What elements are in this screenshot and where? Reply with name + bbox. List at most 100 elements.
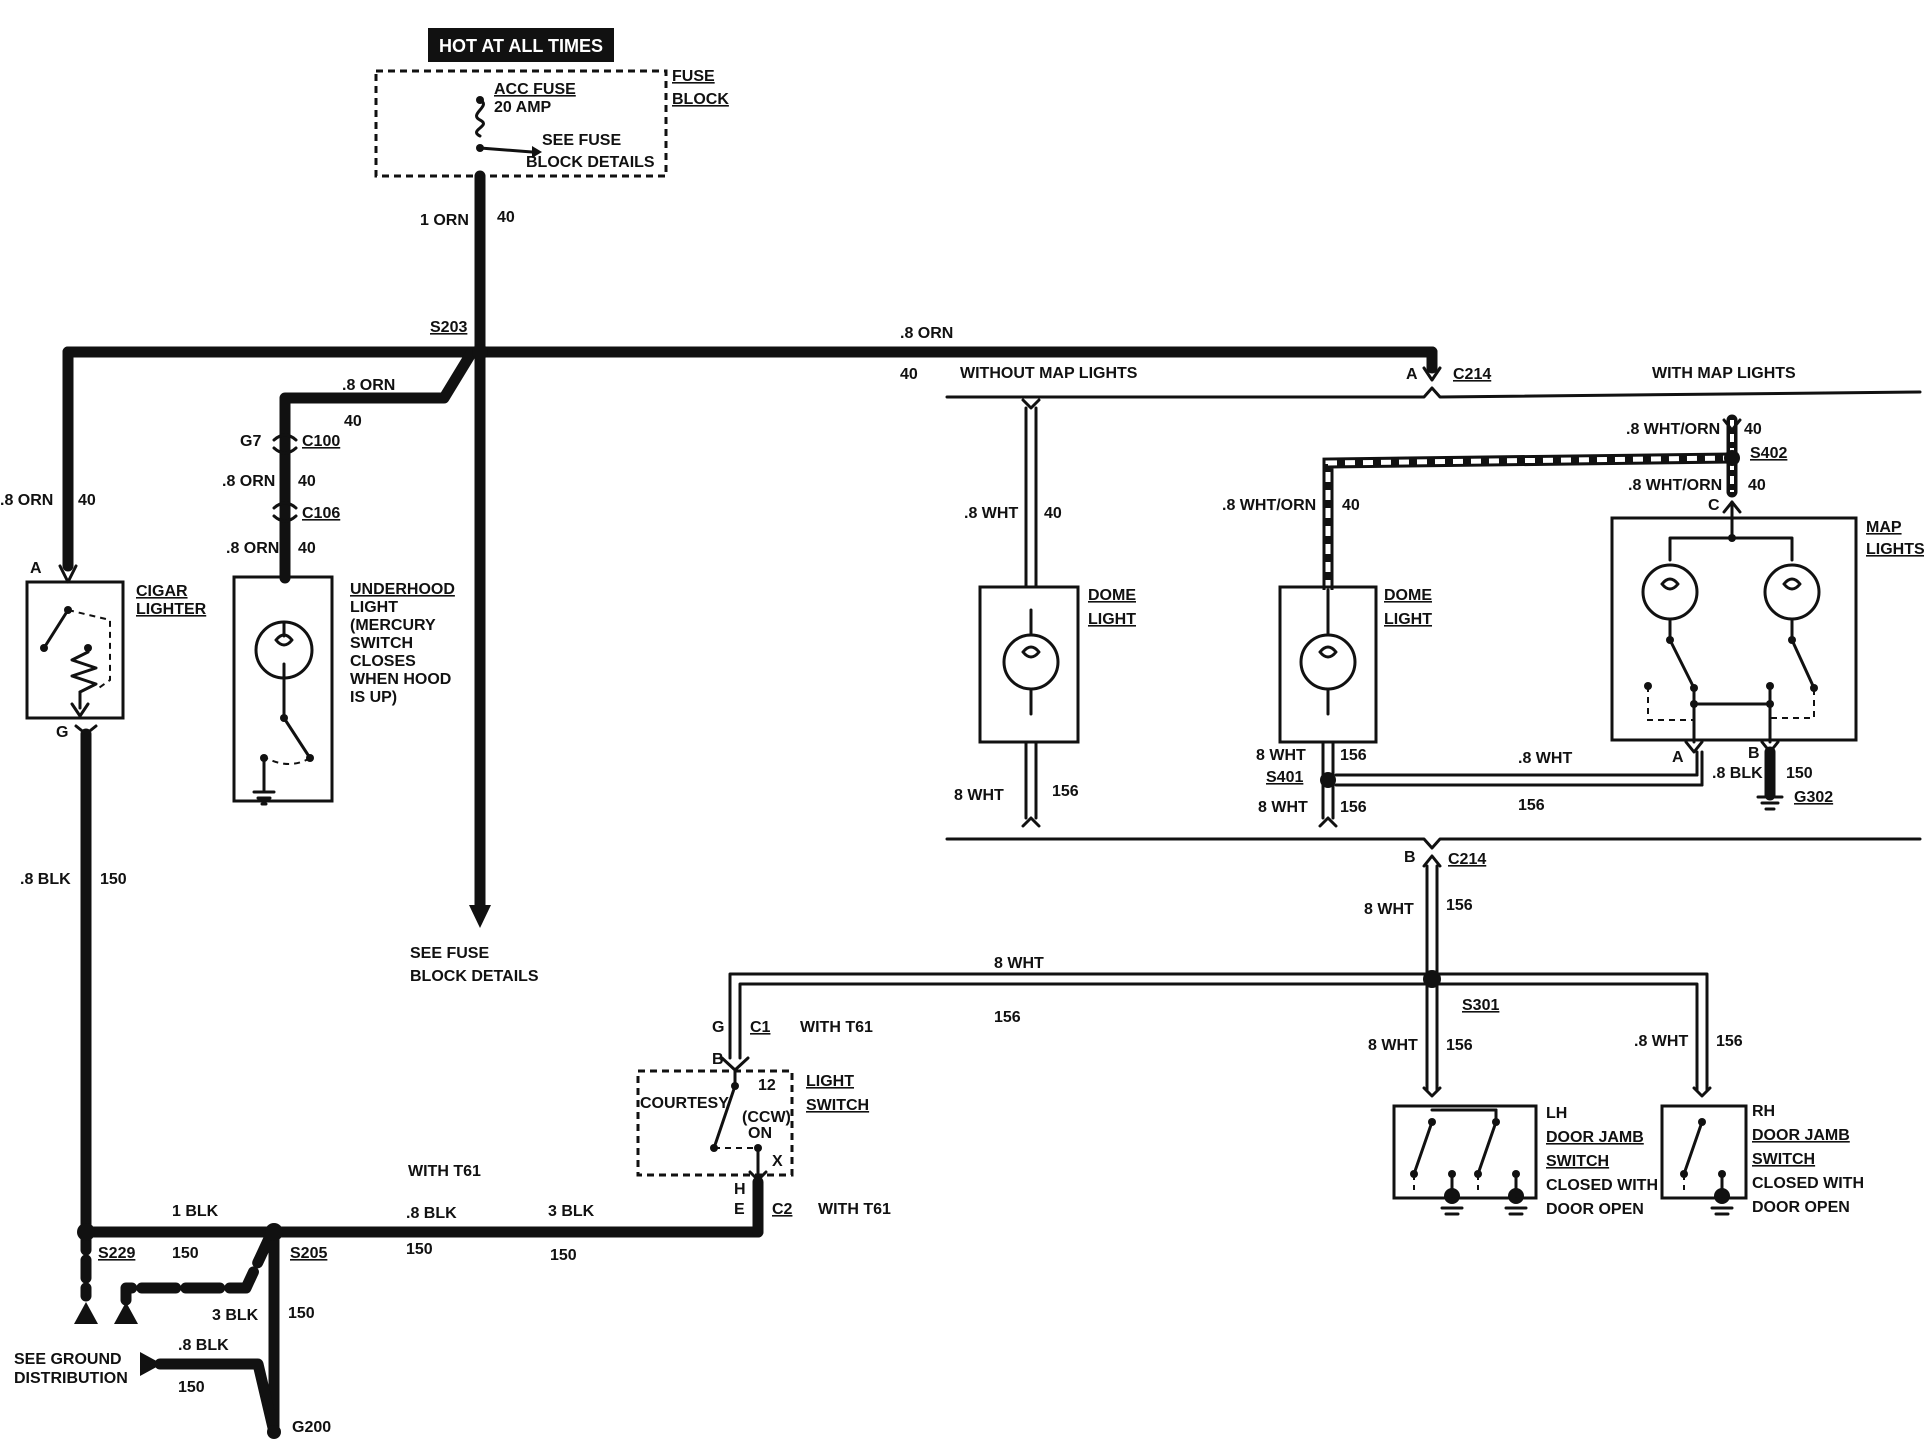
rh-label-1: RH <box>1752 1103 1775 1120</box>
underhood-label-1: UNDERHOOD <box>350 581 455 598</box>
see-fuse-top-1: SEE FUSE <box>542 132 621 149</box>
c214-top-connector: A C214 <box>1406 366 1491 383</box>
dome1-top-arrow <box>1021 398 1041 410</box>
splice-s401 <box>1320 772 1336 788</box>
dome1-label-2: LIGHT <box>1088 611 1136 628</box>
ground-arrow-2 <box>114 1302 138 1324</box>
wire-8-orn-to-underhood <box>279 346 478 584</box>
label-3-blk-low: 3 BLK <box>212 1307 259 1324</box>
label-40-f: 40 <box>78 492 96 509</box>
underhood-label-4: SWITCH <box>350 635 413 652</box>
wire-wht-orn-stripe <box>1325 455 1733 590</box>
lh-ground-icons <box>1440 1206 1528 1216</box>
c1-pin-b: B <box>712 1051 724 1068</box>
label-156-b: 156 <box>1340 747 1367 764</box>
cigar-connector-a <box>58 564 78 584</box>
map-lights-box <box>1610 516 1858 742</box>
dome-light-1: .8 WHT 40 8 WHT 156 DOME LIGHT <box>954 398 1136 828</box>
ls-pin-12: 12 <box>758 1077 776 1094</box>
orn-feed-wires <box>62 170 1438 928</box>
with-t61-mid: WITH T61 <box>408 1163 481 1180</box>
lh-dashed <box>1413 1174 1479 1190</box>
c214-top-pin-a: A <box>1406 366 1418 383</box>
label-s203: S203 <box>430 319 467 336</box>
label-8-wht-s401a: 8 WHT <box>1256 747 1306 764</box>
label-g302: G302 <box>1794 789 1833 806</box>
label-156-g: 156 <box>1446 1037 1473 1054</box>
label-156-h: 156 <box>1716 1033 1743 1050</box>
label-8-wht-orn-s402a: .8 WHT/ORN <box>1626 421 1720 438</box>
underhood-label-2: LIGHT <box>350 599 398 616</box>
label-156-f: 156 <box>994 1009 1021 1026</box>
c1-pin-g: G <box>712 1019 724 1036</box>
label-40-b: 40 <box>900 366 918 383</box>
dome2-label-1: DOME <box>1384 587 1432 604</box>
without-map-lights: WITHOUT MAP LIGHTS <box>960 365 1138 382</box>
map-light-left-bulb <box>1641 563 1699 621</box>
label-150-e: 150 <box>550 1247 577 1264</box>
splice-s402 <box>1724 450 1740 466</box>
fuse-branch-arrow <box>532 146 542 158</box>
ls-pin-x: X <box>772 1153 783 1170</box>
label-8-blk-mid: .8 BLK <box>406 1205 457 1222</box>
label-8-wht-orn-dome2: .8 WHT/ORN <box>1222 497 1316 514</box>
label-8-wht-lh: 8 WHT <box>1368 1037 1418 1054</box>
lh-switch-box <box>1392 1104 1538 1200</box>
label-156-c: 156 <box>1340 799 1367 816</box>
lh-blade-1 <box>1412 1120 1434 1176</box>
cigar-label-1: CIGAR <box>136 583 188 600</box>
with-t61-c2: WITH T61 <box>818 1201 891 1218</box>
underhood-label-6: WHEN HOOD <box>350 671 451 688</box>
ground-dist-arrow <box>140 1352 162 1376</box>
map-right-switch <box>1790 638 1816 690</box>
label-40-h: 40 <box>1342 497 1360 514</box>
c214-top-label: C214 <box>1453 366 1491 383</box>
dome2-box <box>1278 585 1378 744</box>
underhood-filament <box>274 620 294 680</box>
label-150-f: 150 <box>288 1305 315 1322</box>
fuse-block-label-1: FUSE <box>672 68 715 85</box>
label-40-d: 40 <box>298 473 316 490</box>
dome2-label-2: LIGHT <box>1384 611 1432 628</box>
fuse-block-outline <box>374 69 668 178</box>
cigar-switch-blade <box>42 608 70 650</box>
label-8-wht-s401b: 8 WHT <box>1258 799 1308 816</box>
c2-pin-e: E <box>734 1201 745 1218</box>
label-156-d: 156 <box>1518 797 1545 814</box>
label-40-j: 40 <box>1748 477 1766 494</box>
fuse-amp-label: 20 AMP <box>494 99 552 116</box>
underhood-light: G7 C100 .8 ORN 40 C106 .8 ORN 40 UNDERHO… <box>222 432 455 806</box>
with-map-lights: WITH MAP LIGHTS <box>1652 365 1796 382</box>
label-8-wht-dome1: .8 WHT <box>964 505 1018 522</box>
lh-label-2: DOOR JAMB <box>1546 1129 1644 1146</box>
courtesy-label: COURTESY <box>640 1095 729 1112</box>
c106-arc-top <box>272 501 298 510</box>
map-pin-a: A <box>1672 749 1684 766</box>
label-g200: G200 <box>292 1419 331 1436</box>
s301-right-outer <box>1435 972 1709 1092</box>
option-frame-top <box>945 386 1922 399</box>
map-left-switch <box>1668 638 1696 690</box>
c100-arc-bottom <box>272 446 298 455</box>
label-8-orn-c100: .8 ORN <box>222 473 275 490</box>
label-8-wht-s401r: .8 WHT <box>1518 750 1572 767</box>
label-8-blk-left: .8 BLK <box>20 871 71 888</box>
underhood-ground-icon <box>252 790 276 806</box>
label-40-c: 40 <box>344 413 362 430</box>
rh-label-5: DOOR OPEN <box>1752 1199 1850 1216</box>
label-156-e: 156 <box>1446 897 1473 914</box>
c106-arc-bottom <box>272 514 298 523</box>
door-switch-arrows <box>1422 1086 1712 1098</box>
cigar-pin-g: G <box>56 724 68 741</box>
rh-switch-box <box>1660 1104 1748 1200</box>
dome2-filament <box>1318 588 1338 716</box>
rh-label-3: SWITCH <box>1752 1151 1815 1168</box>
map-b-dot <box>1766 700 1774 708</box>
dome-light-2: .8 WHT/ORN 40 DOME LIGHT 8 WHT 156 S401 … <box>1222 452 1733 828</box>
see-fuse-low-2: BLOCK DETAILS <box>410 968 539 985</box>
label-150-a: 150 <box>100 871 127 888</box>
label-s229: S229 <box>98 1245 135 1262</box>
ground-g200 <box>267 1425 281 1439</box>
map-label-1: MAP <box>1866 519 1902 536</box>
label-8-blk-low: .8 BLK <box>178 1337 229 1354</box>
